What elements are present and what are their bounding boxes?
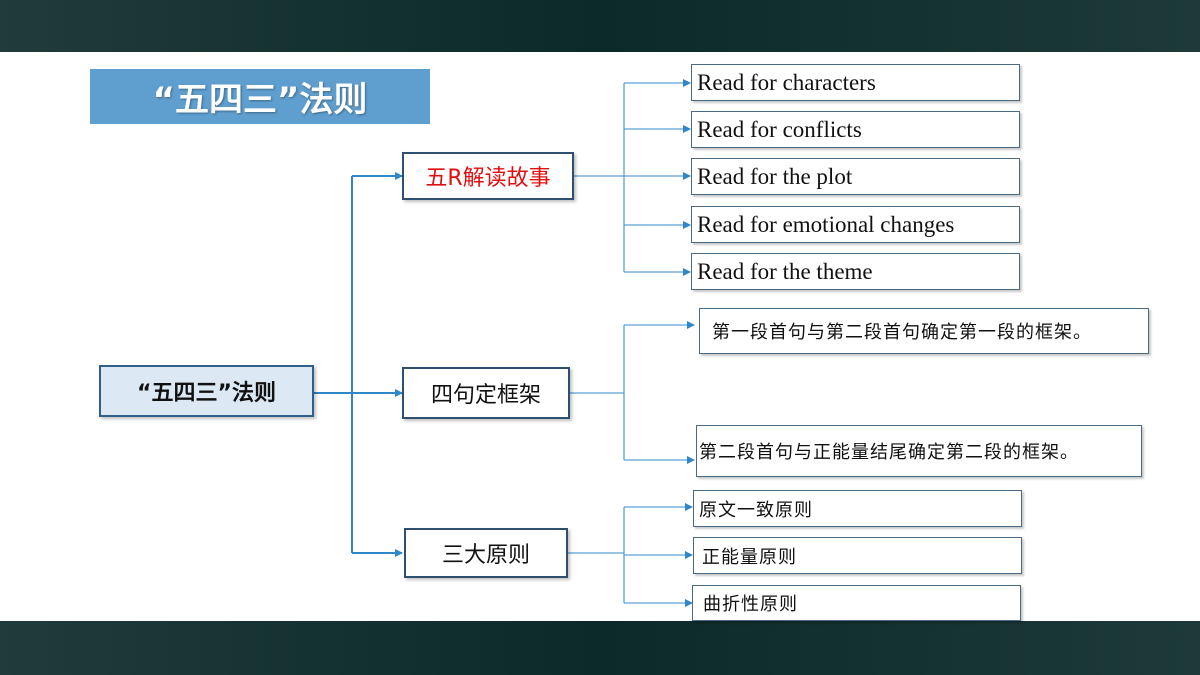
leaf-read-emotional-changes: Read for emotional changes	[691, 206, 1020, 243]
top-band	[0, 0, 1200, 52]
root-node: “五四三”法则	[99, 365, 314, 417]
branch-node-five-r: 五R解读故事	[402, 152, 574, 200]
leaf-read-conflicts: Read for conflicts	[691, 111, 1020, 148]
leaf-second-paragraph-frame: 第二段首句与正能量结尾确定第二段的框架。	[696, 425, 1142, 477]
bottom-band	[0, 621, 1200, 675]
title-banner: “五四三”法则	[90, 69, 430, 124]
leaf-positive-energy-principle: 正能量原则	[693, 537, 1022, 574]
leaf-read-theme: Read for the theme	[691, 253, 1020, 290]
leaf-read-plot: Read for the plot	[691, 158, 1020, 195]
leaf-first-paragraph-frame: 第一段首句与第二段首句确定第一段的框架。	[699, 308, 1149, 354]
leaf-twist-principle: 曲折性原则	[692, 585, 1021, 621]
leaf-read-characters: Read for characters	[691, 64, 1020, 101]
leaf-consistency-principle: 原文一致原则	[693, 490, 1022, 527]
branch-node-three-principles: 三大原则	[404, 528, 568, 578]
branch-node-four-sentences: 四句定框架	[402, 367, 570, 419]
